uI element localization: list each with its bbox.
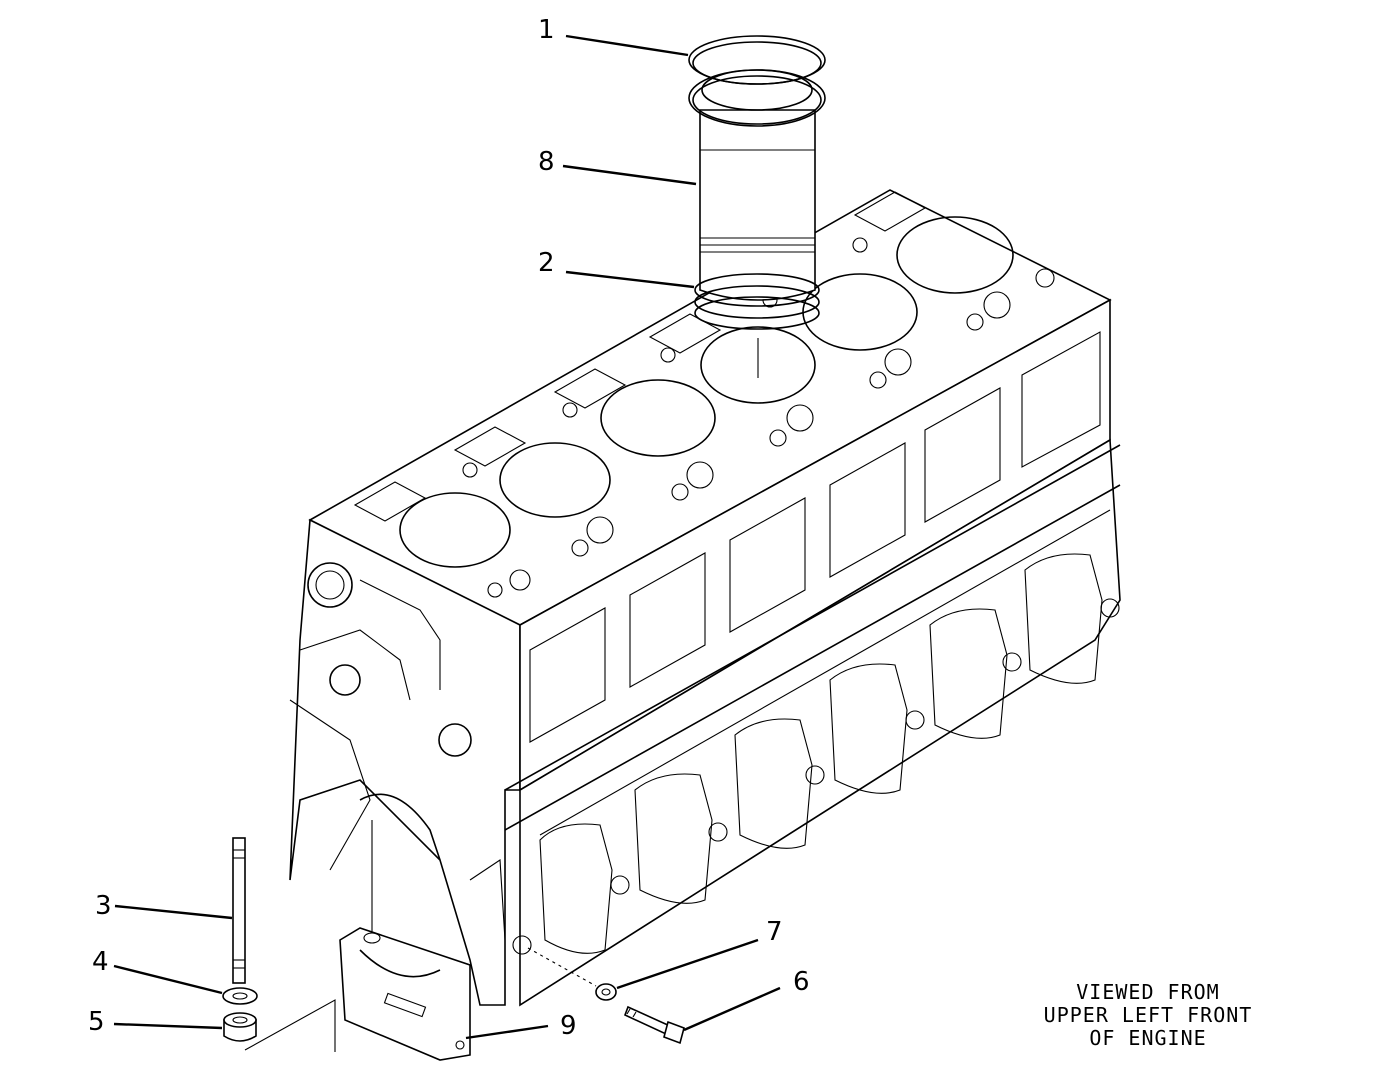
callout-8: 8 [538,147,555,177]
deck-ports [353,191,927,522]
callout-labels: 1 2 3 4 5 6 7 8 9 [88,15,810,1041]
cylinder-bores [399,216,1014,568]
side-covers [529,331,1101,743]
upper-seal-ring [688,35,826,85]
front-face-details [289,562,506,941]
lower-seal-rings [694,273,820,330]
callout-6: 6 [793,967,810,997]
caption-line-2: UPPER LEFT FRONT [1044,1003,1253,1027]
main-bearing-cap [339,927,471,1061]
caption-line-3: OF ENGINE [1089,1026,1206,1050]
view-caption: VIEWED FROM UPPER LEFT FRONT OF ENGINE [1044,980,1253,1050]
callout-5: 5 [88,1007,105,1037]
callout-7: 7 [766,917,783,947]
callout-9: 9 [560,1011,577,1041]
cylinder-liner [688,69,826,301]
leader-lines [113,34,781,1040]
cylinder-block [289,189,1121,1007]
callout-2: 2 [538,248,555,278]
callout-1: 1 [538,15,555,45]
mounting-reference-line [244,999,336,1052]
stud [232,837,246,984]
washer [222,987,258,1005]
bolt-alignment-line [527,947,597,987]
crankcase-openings [512,553,1120,955]
caption-line-1: VIEWED FROM [1076,980,1219,1004]
nut [223,1012,257,1042]
callout-4: 4 [92,947,109,977]
washer-7 [595,983,617,1001]
bolt-6 [623,1005,685,1045]
callout-3: 3 [95,891,112,921]
